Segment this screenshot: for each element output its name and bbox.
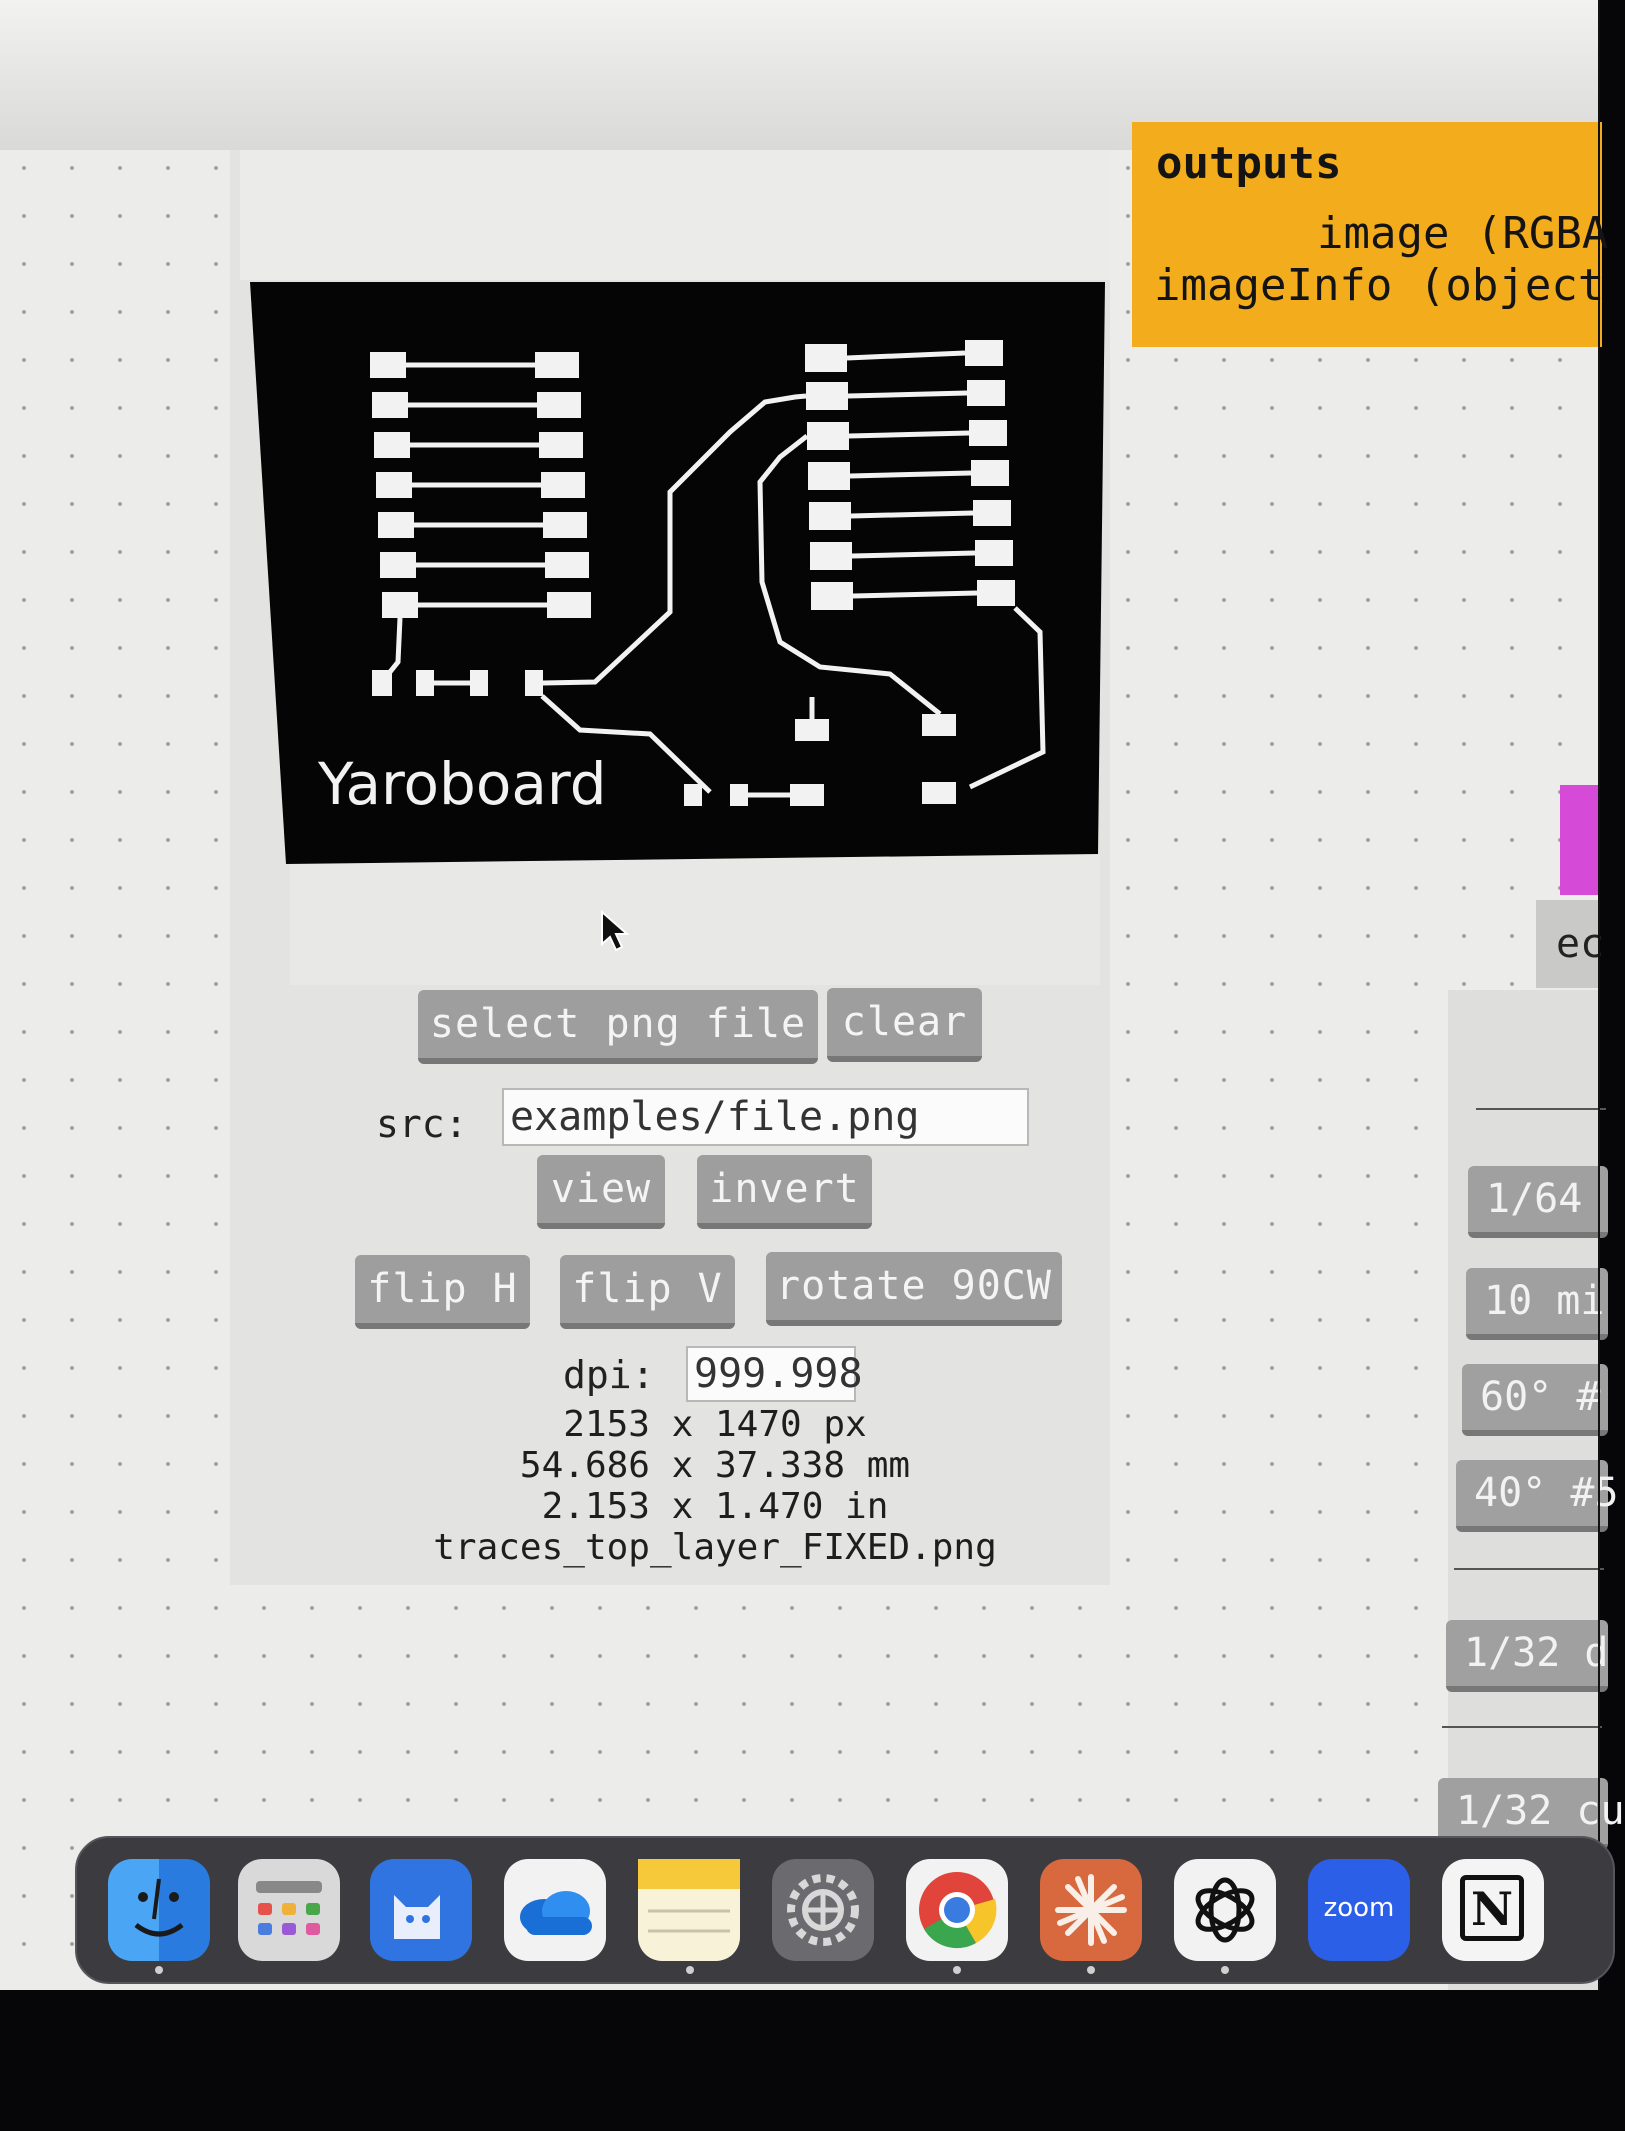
- dock-running-dot: [953, 1966, 961, 1974]
- flip-v-button[interactable]: flip V: [560, 1255, 735, 1329]
- size-in: 2.153 x 1.470 in: [541, 1486, 889, 1527]
- size-mm: 54.686 x 37.338 mm: [519, 1445, 911, 1486]
- tool-60-deg-button[interactable]: 60° #: [1462, 1364, 1608, 1436]
- pcb-label: Yaroboard: [317, 750, 607, 818]
- view-button[interactable]: view: [537, 1155, 665, 1229]
- claude-icon[interactable]: [1040, 1859, 1142, 1961]
- dock-running-dot: [686, 1966, 694, 1974]
- zoom-icon[interactable]: zoom: [1308, 1859, 1410, 1961]
- dpi-label: dpi:: [563, 1353, 655, 1397]
- select-png-file-button[interactable]: select png file: [418, 990, 818, 1064]
- system-settings-icon[interactable]: [772, 1859, 874, 1961]
- module-header: [240, 150, 1110, 280]
- src-label: src:: [376, 1102, 468, 1146]
- screen-edge: [1598, 0, 1600, 1990]
- side-module-label: ec: [1536, 900, 1604, 988]
- dock-running-dot: [1087, 1966, 1095, 1974]
- invert-button[interactable]: invert: [697, 1155, 872, 1229]
- dpi-input[interactable]: 999.998: [686, 1346, 863, 1402]
- module-tab[interactable]: [1560, 785, 1600, 895]
- src-input[interactable]: examples/file.png: [502, 1088, 1029, 1146]
- dock-running-dot: [155, 1966, 163, 1974]
- mouse-cursor-icon: [601, 909, 630, 952]
- rotate-90cw-button[interactable]: rotate 90CW: [766, 1252, 1062, 1326]
- dock-running-dot: [1221, 1966, 1229, 1974]
- preview-area: [290, 855, 1100, 985]
- finder-icon[interactable]: [108, 1859, 210, 1961]
- screen: Yaroboard select png file clear src: exa…: [0, 0, 1625, 1990]
- divider: [1442, 1726, 1602, 1728]
- clear-button[interactable]: clear: [827, 988, 982, 1062]
- chrome-icon[interactable]: [906, 1859, 1008, 1961]
- tool-40-deg-button[interactable]: 40° #5: [1456, 1460, 1619, 1532]
- onedrive-icon[interactable]: [504, 1859, 606, 1961]
- divider: [1454, 1568, 1604, 1570]
- notes-icon[interactable]: [638, 1859, 740, 1961]
- chatgpt-icon[interactable]: [1174, 1859, 1276, 1961]
- divider: [1476, 1108, 1606, 1110]
- output-image[interactable]: image (RGBA: [1317, 208, 1609, 259]
- zoom-label: zoom: [1323, 1893, 1395, 1923]
- flip-h-button[interactable]: flip H: [355, 1255, 530, 1329]
- output-imageinfo[interactable]: imageInfo (object: [1154, 260, 1605, 311]
- outputs-panel: outputs image (RGBA imageInfo (object: [1132, 122, 1608, 347]
- notion-icon[interactable]: N: [1442, 1859, 1544, 1961]
- file-name: traces_top_layer_FIXED.png: [433, 1527, 997, 1568]
- cat-app-icon[interactable]: [370, 1859, 472, 1961]
- size-px: 2153 x 1470 px: [563, 1404, 867, 1445]
- outputs-title: outputs: [1156, 138, 1342, 189]
- launchpad-icon[interactable]: [238, 1859, 340, 1961]
- tool-1-64-button[interactable]: 1/64: [1468, 1166, 1608, 1238]
- tool-1-32-d-button[interactable]: 1/32 d: [1446, 1620, 1609, 1692]
- tool-10-mil-button[interactable]: 10 mi: [1466, 1268, 1608, 1340]
- pcb-preview-image: Yaroboard: [250, 282, 1105, 864]
- notion-label: N: [1460, 1875, 1524, 1941]
